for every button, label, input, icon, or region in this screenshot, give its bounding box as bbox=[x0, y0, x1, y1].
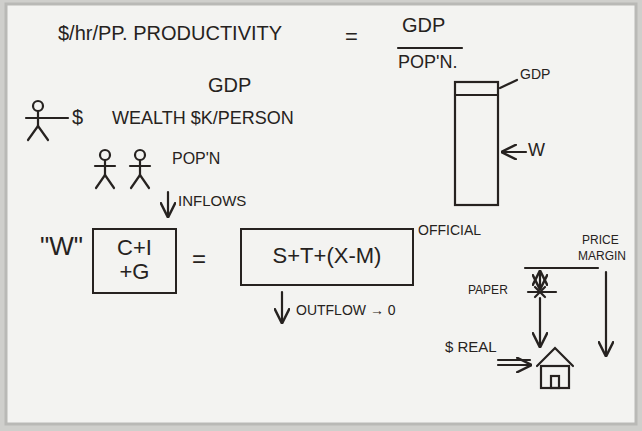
board-label: $ bbox=[72, 106, 83, 129]
board-label: OFFICIAL bbox=[418, 222, 481, 238]
gdp-bar bbox=[455, 80, 526, 205]
inflow-arrow bbox=[167, 192, 169, 216]
board-label: PAPER bbox=[468, 284, 508, 298]
box-text: C+I +G bbox=[109, 236, 161, 284]
board-label: = bbox=[345, 24, 358, 49]
board-label: GDP bbox=[208, 74, 251, 97]
fraction-bar bbox=[398, 47, 462, 49]
board-label: = bbox=[192, 245, 206, 273]
board-label: PRICE bbox=[582, 234, 619, 248]
board-label: INFLOWS bbox=[178, 192, 246, 209]
house-icon bbox=[537, 348, 573, 388]
board-label: GDP bbox=[520, 66, 550, 82]
board-label: WEALTH $K/PERSON bbox=[112, 108, 294, 129]
board-label: W bbox=[528, 140, 545, 161]
price-sketch bbox=[498, 268, 606, 365]
board bbox=[6, 4, 636, 424]
board-label: $/hr/PP. PRODUCTIVITY bbox=[58, 22, 282, 45]
process-box: S+T+(X-M) bbox=[240, 228, 414, 286]
box-text: S+T+(X-M) bbox=[272, 244, 382, 268]
stick-figures bbox=[95, 150, 150, 188]
board-label: $ REAL bbox=[445, 338, 497, 355]
process-box: C+I +G bbox=[92, 228, 177, 294]
board-label: POP'N. bbox=[398, 52, 457, 73]
board-label: POP'N bbox=[172, 150, 220, 168]
stick-figure bbox=[26, 101, 68, 140]
board-label: GDP bbox=[402, 14, 445, 37]
outflow-arrow bbox=[281, 292, 283, 322]
sketch bbox=[26, 48, 606, 388]
board-label: MARGIN bbox=[578, 250, 626, 264]
board-label: "W" bbox=[40, 232, 83, 262]
board-label: OUTFLOW → 0 bbox=[296, 302, 396, 318]
